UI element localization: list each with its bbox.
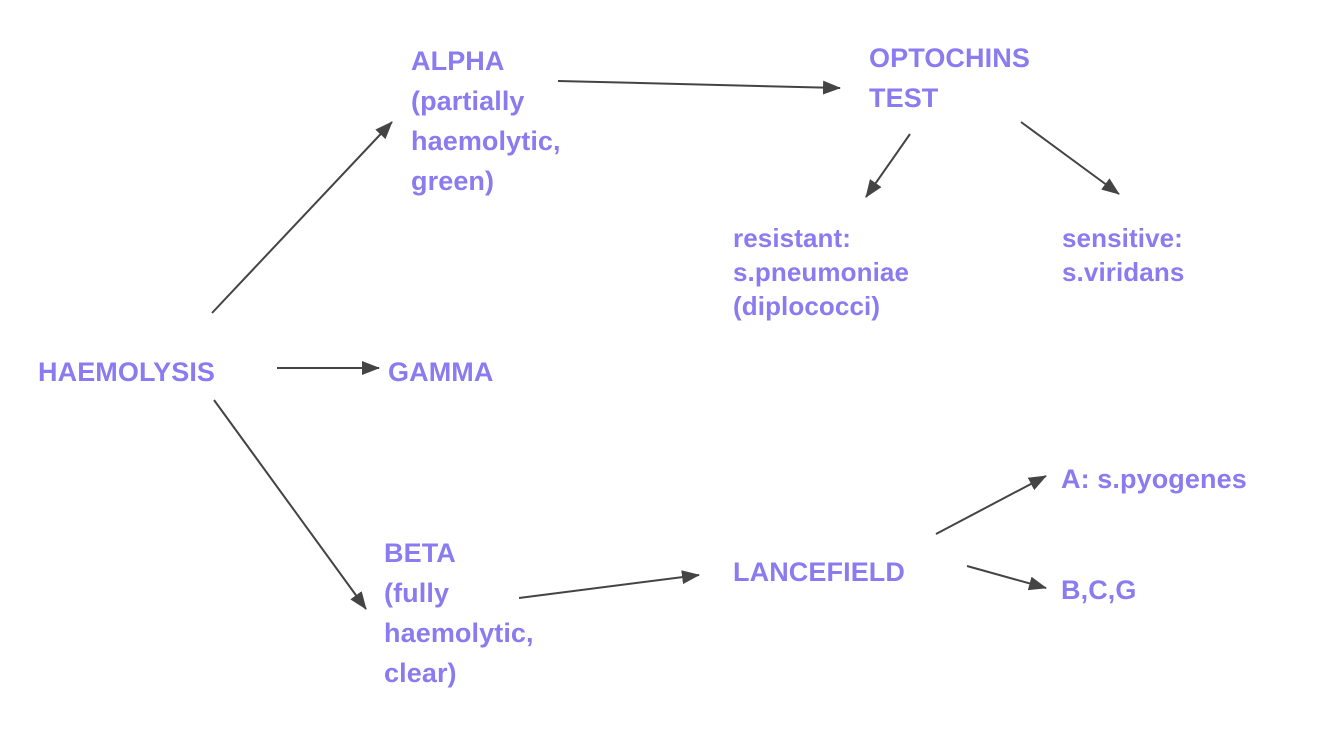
arrow-haemolysis-to-beta (213, 399, 367, 610)
node-optochins-test[interactable]: OPTOCHINS TEST (869, 43, 1030, 113)
arrow-beta-to-lancefield (518, 570, 700, 599)
node-resistant[interactable]: resistant: s.pneumoniae (diplococci) (733, 223, 910, 321)
node-lancefield[interactable]: LANCEFIELD (733, 557, 905, 587)
node-group-bcg[interactable]: B,C,G (1061, 575, 1137, 605)
arrow-optochins-test-to-sensitive (1020, 121, 1120, 195)
node-gamma[interactable]: GAMMA (388, 357, 494, 387)
node-beta[interactable]: BETA (fully haemolytic, clear) (384, 538, 534, 688)
arrow-alpha-to-optochins-test (557, 80, 841, 95)
arrow-lancefield-to-group-bcg (966, 565, 1047, 591)
node-group-a[interactable]: A: s.pyogenes (1061, 464, 1247, 494)
node-sensitive[interactable]: sensitive: s.viridans (1062, 223, 1185, 287)
arrow-haemolysis-to-alpha (211, 121, 393, 314)
node-alpha[interactable]: ALPHA (partially haemolytic, green) (411, 46, 561, 196)
arrow-lancefield-to-group-a (935, 475, 1047, 535)
node-haemolysis[interactable]: HAEMOLYSIS (38, 357, 216, 387)
arrow-optochins-test-to-resistant (865, 133, 911, 198)
